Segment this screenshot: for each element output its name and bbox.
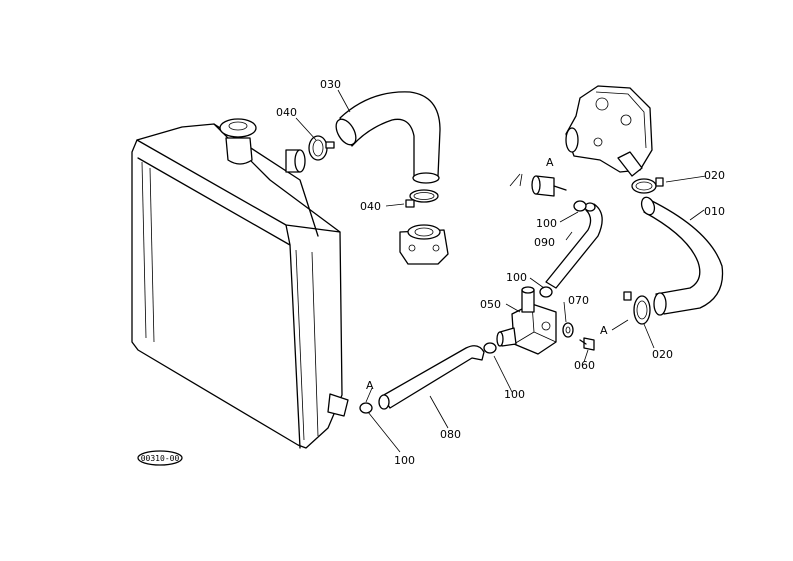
hose-080 bbox=[378, 345, 485, 410]
label-100-c: 100 bbox=[504, 388, 525, 401]
washer-070 bbox=[562, 322, 574, 338]
label-100-d: 100 bbox=[394, 454, 415, 467]
drawing-code: 00310-00 bbox=[141, 454, 180, 463]
label-060: 060 bbox=[574, 359, 595, 372]
ref-a-pump: A bbox=[546, 156, 554, 169]
clamp-020-upper bbox=[631, 177, 664, 194]
clamp-020-lower bbox=[623, 291, 651, 325]
label-070: 070 bbox=[568, 294, 589, 307]
label-030: 030 bbox=[320, 78, 341, 91]
clamp-100-upper bbox=[539, 200, 587, 298]
radiator bbox=[131, 118, 349, 449]
water-flange-050 bbox=[496, 286, 557, 355]
label-100-a: 100 bbox=[536, 217, 557, 230]
drawing-code-stamp: 00310-00 bbox=[137, 450, 183, 466]
clamp-040-upper bbox=[308, 135, 335, 161]
label-090: 090 bbox=[534, 236, 555, 249]
label-010: 010 bbox=[704, 205, 725, 218]
pump-inlet-fitting bbox=[509, 173, 567, 197]
water-pump bbox=[565, 85, 653, 177]
label-040-mid: 040 bbox=[360, 200, 381, 213]
ref-a-left: A bbox=[366, 379, 374, 392]
ref-a-right: A bbox=[600, 324, 608, 337]
bolt-060 bbox=[579, 337, 595, 351]
leader-lines bbox=[295, 89, 707, 453]
label-020-top: 020 bbox=[704, 169, 725, 182]
label-050: 050 bbox=[480, 298, 501, 311]
hose-010 bbox=[640, 196, 724, 316]
label-100-b: 100 bbox=[506, 271, 527, 284]
thermostat-housing bbox=[399, 224, 449, 265]
hose-090 bbox=[545, 202, 603, 289]
label-040-top: 040 bbox=[276, 106, 297, 119]
label-020-bottom: 020 bbox=[652, 348, 673, 361]
label-080: 080 bbox=[440, 428, 461, 441]
part-labels: 030 040 040 020 010 100 090 100 050 070 … bbox=[276, 78, 725, 467]
clamp-040-lower bbox=[405, 189, 439, 208]
clamp-100-lower bbox=[359, 342, 497, 414]
upper-hose-030 bbox=[335, 91, 441, 184]
